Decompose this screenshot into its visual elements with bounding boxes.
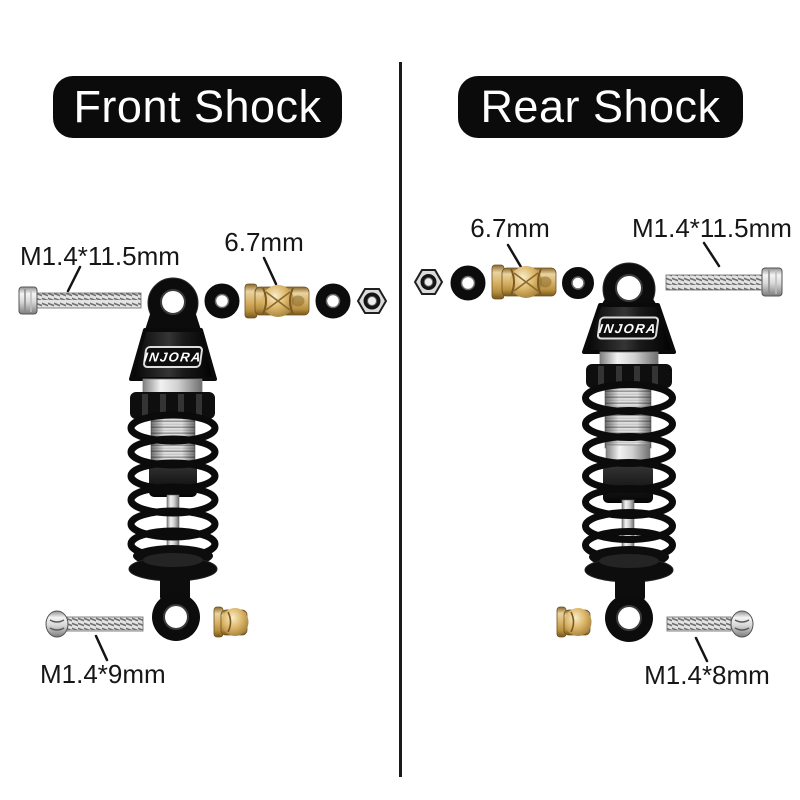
- front-brand-text: INJORA: [143, 350, 203, 365]
- front-oring-washer-2: [315, 283, 351, 319]
- rear-ball-stud-label: 6.7mm: [470, 213, 550, 243]
- front-spring: [127, 411, 219, 561]
- rear-spring: [582, 381, 676, 562]
- rear-brand-text: INJORA: [598, 321, 658, 336]
- leader-front-ball: [262, 256, 278, 286]
- leader-lines: [66, 241, 721, 663]
- front-ball-stud-label: 6.7mm: [224, 227, 304, 257]
- rear-oring-washer-1: [450, 265, 486, 301]
- rear-top-screw: [665, 267, 783, 297]
- leader-rear-top-screw: [702, 241, 721, 268]
- rear-hex-nut: [413, 269, 444, 295]
- front-shock-body: INJORA: [127, 277, 219, 641]
- rear-brass-ball-stud: [491, 264, 557, 300]
- front-oring-washer-1: [204, 283, 240, 319]
- leader-front-top-screw: [66, 265, 82, 293]
- rear-injora-badge: INJORA: [596, 316, 660, 340]
- divider-line: [399, 62, 402, 777]
- leader-rear-ball: [506, 243, 523, 269]
- front-shock-title: Front Shock: [73, 81, 322, 132]
- rear-shock-title: Rear Shock: [480, 81, 721, 132]
- front-shock-banner: Front Shock: [53, 76, 342, 138]
- rear-bottom-brass-ball: [556, 606, 592, 638]
- rear-top-screw-label: M1.4*11.5mm: [632, 213, 792, 243]
- rear-oring-washer-2: [562, 267, 594, 299]
- rear-shock-body: INJORA: [582, 262, 676, 642]
- front-top-screw: [18, 286, 142, 315]
- leader-front-bottom-screw: [94, 634, 109, 662]
- rear-shock-banner: Rear Shock: [458, 76, 743, 138]
- front-top-screw-label: M1.4*11.5mm: [20, 241, 180, 271]
- front-hex-nut: [356, 288, 388, 314]
- front-bottom-screw-label: M1.4*9mm: [40, 659, 166, 689]
- rear-bottom-screw: [666, 610, 754, 638]
- front-bottom-brass-ball: [213, 606, 249, 638]
- leader-rear-bottom-screw: [694, 636, 709, 663]
- front-injora-badge: INJORA: [143, 346, 203, 368]
- rear-bottom-screw-label: M1.4*8mm: [644, 660, 770, 690]
- front-bottom-screw: [45, 610, 144, 638]
- front-brass-ball-stud: [244, 283, 310, 319]
